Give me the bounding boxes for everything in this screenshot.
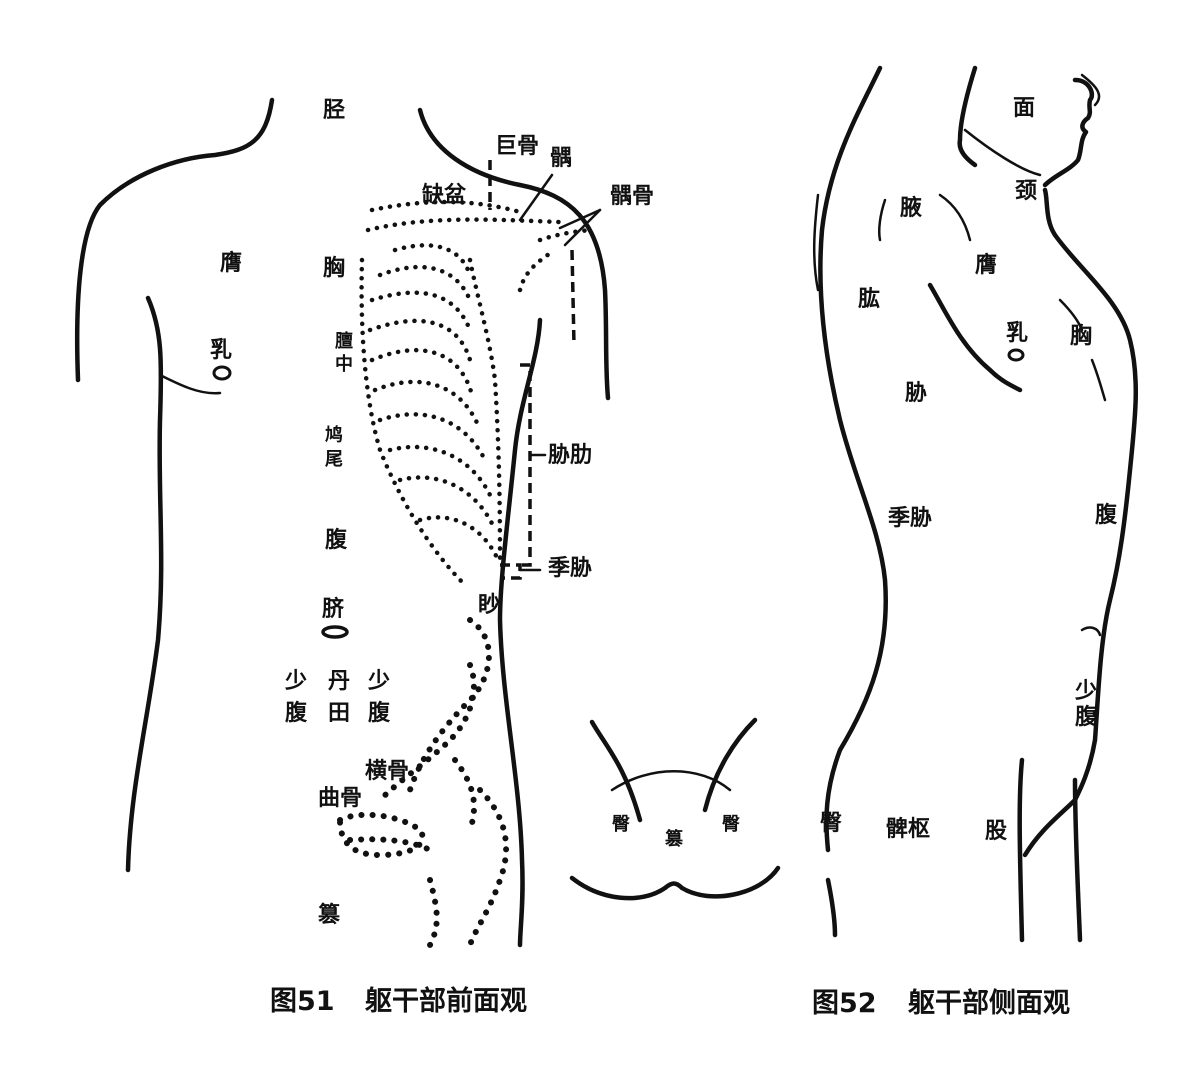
left-neck-shoulder-outline <box>74 97 275 383</box>
inset-label-tun-right: 臀 <box>722 814 740 835</box>
label-yugu: 髃骨 <box>610 183 654 209</box>
label-shaofu-right-1: 少 <box>367 668 390 694</box>
label-mian: 面 <box>1013 95 1035 121</box>
label-gu: 股 <box>985 818 1007 844</box>
navel-side-mark <box>1080 626 1102 637</box>
label-dantian-2: 田 <box>328 700 350 726</box>
arm-outline <box>957 65 978 168</box>
yugu-leader-2 <box>563 208 602 247</box>
leg-inner-line <box>1017 757 1025 943</box>
kuo-leader <box>518 173 554 222</box>
inset-top-arc <box>610 770 732 792</box>
neck-front-line <box>1042 187 1139 803</box>
back-outline <box>818 65 888 853</box>
label-kuo: 髃 <box>550 145 572 171</box>
face-profile <box>1042 77 1095 188</box>
leg-outer-line <box>1072 777 1083 943</box>
label-tanzhong-2: 中 <box>335 353 353 375</box>
figure-52-caption-title: 躯干部侧面观 <box>908 987 1070 1019</box>
inset-right-outline <box>702 717 758 813</box>
label-tun-side: 臀 <box>820 810 842 836</box>
label-bei: 肱 <box>858 286 880 312</box>
right-neck-shoulder-outline <box>417 107 611 401</box>
figure-51-caption-title: 躯干部前面观 <box>365 985 527 1017</box>
nose-mark <box>1080 73 1101 107</box>
label-jugu: 巨骨 <box>495 133 539 159</box>
label-ying-side: 膺 <box>975 252 997 278</box>
label-jing: 胫 <box>323 97 345 123</box>
figure-51-front-view: 胫 巨骨 髃 缺盆 髃骨 膺 胸 乳 膻 中 鸠 尾 胁肋 季胁 腹 脐 眇 少… <box>74 97 654 1017</box>
label-dantian-1: 丹 <box>328 668 350 694</box>
label-xielei: 胁肋 <box>548 442 592 468</box>
label-ru-side: 乳 <box>1006 320 1028 346</box>
label-tanzhong-1: 膻 <box>334 330 353 352</box>
armpit-fold <box>938 193 972 242</box>
chest-fold <box>1090 358 1107 402</box>
label-jing-side: 颈 <box>1015 178 1037 204</box>
figure-52-caption-number: 图52 <box>812 988 877 1019</box>
figure-51-caption-number: 图51 <box>270 986 335 1017</box>
label-jixie: 季胁 <box>548 555 592 581</box>
label-fu-side: 腹 <box>1095 502 1118 528</box>
label-qi: 脐 <box>322 596 345 622</box>
chest-muscle-curve <box>927 282 1023 393</box>
inset-label-cuan: 篡 <box>665 828 683 850</box>
label-fu: 腹 <box>325 527 348 553</box>
thigh-front-line <box>1022 797 1078 858</box>
label-ying-left: 膺 <box>220 250 242 276</box>
perineum-inset: 臀 篡 臀 <box>569 717 781 901</box>
rib-cage-dotted <box>359 199 593 588</box>
label-jixie-side: 季胁 <box>888 505 932 531</box>
left-armpit-curve <box>158 373 222 395</box>
label-shaofu-left-2: 腹 <box>285 700 308 726</box>
label-xiong-side: 胸 <box>1070 323 1092 349</box>
label-miao: 眇 <box>478 592 500 618</box>
label-henggu: 横骨 <box>365 758 409 784</box>
inset-label-tun-left: 臀 <box>612 814 630 835</box>
arm-back-line <box>813 193 820 292</box>
label-xia: 篡 <box>318 902 340 928</box>
label-qugu: 曲骨 <box>318 785 362 811</box>
jaw-line <box>963 128 1042 177</box>
label-xie: 胁 <box>905 380 927 406</box>
yugu-leader <box>558 208 602 230</box>
navel-mark <box>321 625 349 639</box>
side-nipple-mark <box>1007 348 1025 362</box>
label-shaofu-left-1: 少 <box>284 668 307 694</box>
chest-fold-2 <box>1058 298 1084 332</box>
inset-left-outline <box>589 719 643 823</box>
label-jiuwei-1: 鸠 <box>325 424 343 446</box>
label-ye: 腋 <box>900 195 922 221</box>
inset-bottom-curve <box>569 865 781 901</box>
label-bishu: 髀枢 <box>886 816 930 842</box>
buttock-lower-outline <box>825 877 838 938</box>
label-quepen: 缺盆 <box>422 182 467 208</box>
left-shoulder-side-line <box>125 295 164 873</box>
jixie-bracket <box>500 563 522 580</box>
right-trunk-side-line <box>497 317 543 948</box>
pelvis-dotted <box>337 617 510 948</box>
label-shaofu-side-2: 腹 <box>1075 704 1098 730</box>
label-jiuwei-2: 尾 <box>325 449 343 470</box>
armpit-fold-2 <box>877 198 887 242</box>
label-shaofu-side-1: 少 <box>1074 678 1097 704</box>
label-shaofu-right-2: 腹 <box>368 700 391 726</box>
figure-52-side-view: 面 颈 腋 膺 肱 乳 胸 胁 季胁 腹 少 腹 臀 髀枢 股 图52 躯干部侧… <box>812 65 1139 1019</box>
xielei-bracket <box>520 363 532 567</box>
right-arm-inner-line <box>570 249 576 346</box>
left-nipple-mark <box>212 365 232 381</box>
label-xiong: 胸 <box>323 255 345 281</box>
label-ru: 乳 <box>210 337 232 363</box>
